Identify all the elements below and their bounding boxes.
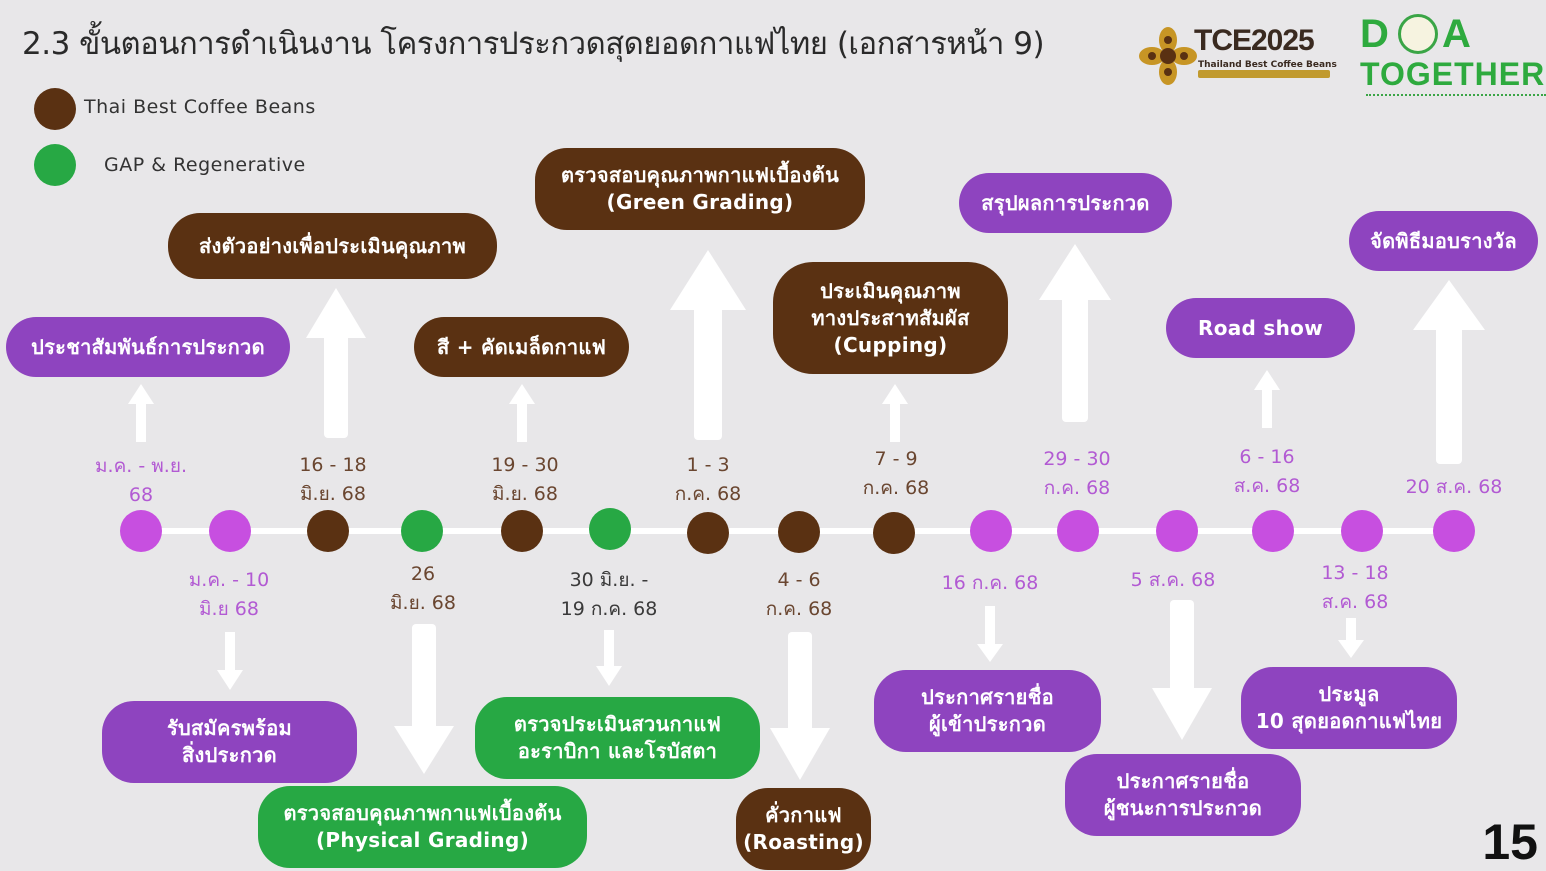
page-title: 2.3 ขั้นตอนการดำเนินงาน โครงการประกวดสุด… [22, 26, 1045, 62]
timeline-dot [970, 510, 1012, 552]
doa-logo-together: TOGETHER [1360, 56, 1546, 92]
arrow-down-icon [977, 606, 1003, 662]
timeline-dot [687, 512, 729, 554]
event-green-grading: ตรวจสอบคุณภาพกาแฟเบื้องต้น(Green Grading… [535, 148, 865, 230]
arrow-up-icon [1254, 370, 1280, 428]
tce-logo-emblem-icon [1139, 27, 1197, 85]
doa-seal-icon [1398, 14, 1438, 54]
page-number: 15 [1482, 814, 1538, 870]
arrow-down-big-icon [1152, 600, 1212, 740]
timeline-dot [501, 510, 543, 552]
timeline-dot [873, 512, 915, 554]
arrow-up-icon [509, 384, 535, 442]
milestone-date: 16 ก.ค. 68 [941, 572, 1039, 594]
arrow-up-icon [128, 384, 154, 442]
legend-label-gap: GAP & Regenerative [104, 154, 306, 176]
legend-label-beans: Thai Best Coffee Beans [84, 96, 316, 118]
timeline-dot [401, 510, 443, 552]
milestone-date: 20 ส.ค. 68 [1405, 476, 1503, 498]
milestone-date: 5 ส.ค. 68 [1130, 569, 1216, 591]
arrow-up-big-icon [306, 288, 366, 438]
arrow-up-big-icon [1413, 280, 1485, 464]
arrow-down-icon [217, 632, 243, 690]
doa-logo-tagline [1366, 94, 1546, 100]
event-announce-contestants: ประกาศรายชื่อผู้เข้าประกวด [874, 670, 1101, 752]
timeline-dot [1341, 510, 1383, 552]
timeline-dot [1252, 510, 1294, 552]
event-award-ceremony: จัดพิธีมอบรางวัล [1349, 211, 1538, 271]
timeline-dot [209, 510, 251, 552]
arrow-up-icon [882, 384, 908, 442]
event-hull-sort: สี + คัดเมล็ดกาแฟ [414, 317, 629, 377]
tce-logo-thai-strip [1198, 70, 1330, 78]
event-cupping: ประเมินคุณภาพทางประสาทสัมผัส(Cupping) [773, 262, 1008, 374]
timeline-dot [307, 510, 349, 552]
milestone-date: ม.ค. - พ.ย.68 [95, 455, 187, 506]
event-farm-assessment: ตรวจประเมินสวนกาแฟอะราบิกา และโรบัสตา [475, 697, 760, 779]
event-send-samples: ส่งตัวอย่างเพื่อประเมินคุณภาพ [168, 213, 497, 279]
tce-logo-subtitle: Thailand Best Coffee Beans [1198, 60, 1337, 70]
arrow-down-icon [1338, 618, 1364, 658]
event-road-show: Road show [1166, 298, 1355, 358]
doa-logo-letter-a: A [1442, 12, 1471, 56]
legend-dot-brown [34, 88, 76, 130]
arrow-down-big-icon [770, 632, 830, 780]
timeline-dot [589, 508, 631, 550]
timeline-dot [778, 511, 820, 553]
arrow-up-big-icon [1039, 244, 1111, 422]
timeline-dot [1156, 510, 1198, 552]
timeline-dot [120, 510, 162, 552]
arrow-down-icon [596, 630, 622, 686]
event-announce-winners: ประกาศรายชื่อผู้ชนะการประกวด [1065, 754, 1301, 836]
arrow-up-big-icon [670, 250, 746, 440]
doa-logo-letter-d: D [1360, 12, 1389, 56]
milestone-date: 30 มิ.ย. -19 ก.ค. 68 [560, 569, 658, 620]
event-registration: รับสมัครพร้อมสิ่งประกวด [102, 701, 357, 783]
arrow-down-big-icon [394, 624, 454, 774]
timeline-dot [1057, 510, 1099, 552]
event-roasting: คั่วกาแฟ(Roasting) [736, 788, 871, 870]
event-publicize: ประชาสัมพันธ์การประกวด [6, 317, 290, 377]
legend-dot-green [34, 144, 76, 186]
event-physical-grading: ตรวจสอบคุณภาพกาแฟเบื้องต้น(Physical Grad… [258, 786, 587, 868]
event-summarize-results: สรุปผลการประกวด [959, 173, 1172, 233]
tce-logo-text: TCE2025 [1194, 24, 1315, 57]
timeline-dot [1433, 510, 1475, 552]
